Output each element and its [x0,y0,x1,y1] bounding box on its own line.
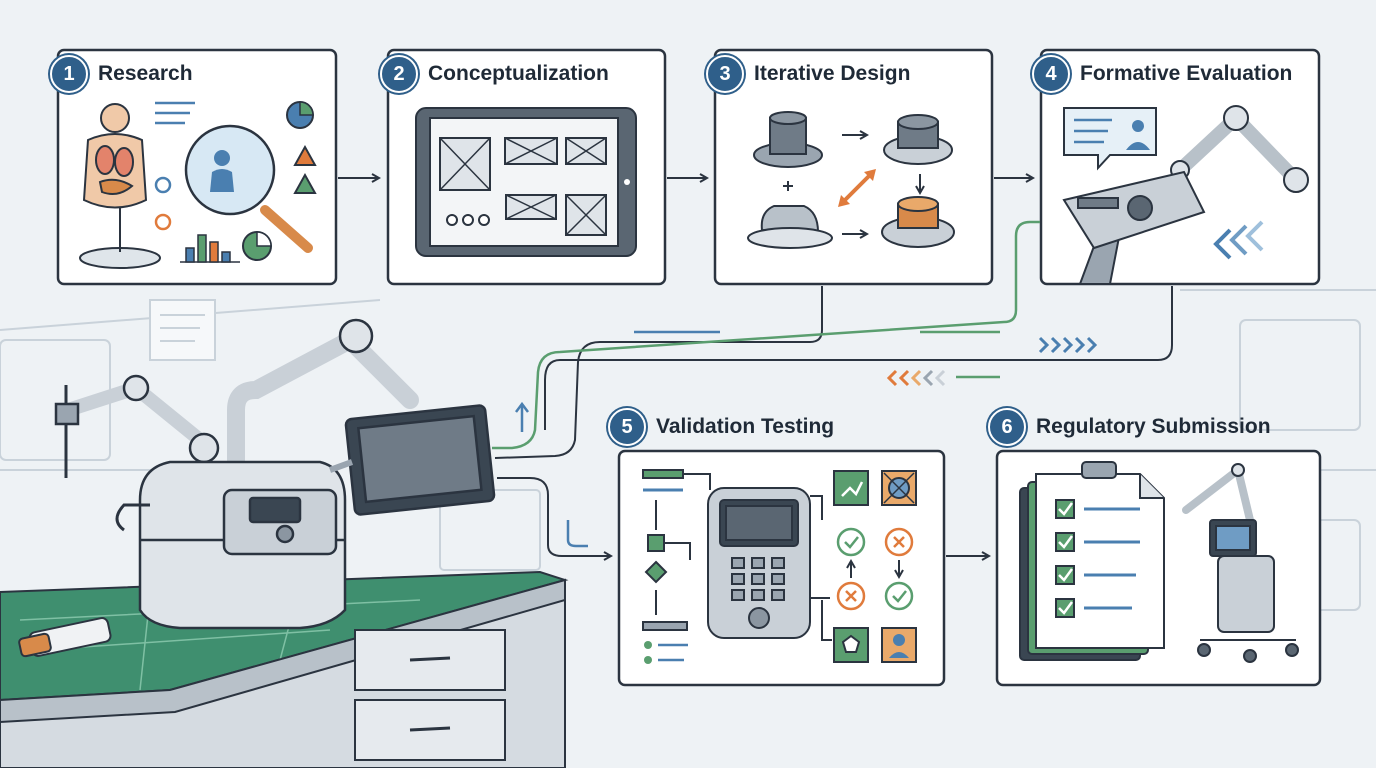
forward-chevrons [1038,336,1098,354]
panel-regulatory-submission [995,449,1322,687]
step-2-badge: 2 [380,55,418,93]
step-4-title: 4 Formative Evaluation [1032,55,1292,93]
control-console-icon [1062,170,1206,285]
magnifier-user-icon [184,124,313,253]
step-3-title: 3 Iterative Design [706,55,910,93]
controller-icon [707,487,811,639]
flow-arrows [338,178,1173,556]
panel-conceptualization [386,48,667,286]
step-5-label: Validation Testing [656,415,835,438]
backward-chevrons [886,369,946,387]
step-1-label: Research [98,62,193,85]
step-2-title: 2 Conceptualization [380,55,609,93]
step-4-label: Formative Evaluation [1080,62,1293,85]
arrow-to-validation [497,477,610,556]
triangle-icon [293,144,317,166]
step-6-badge: 6 [988,408,1026,446]
surgical-robot-icon [54,318,496,630]
loop-line-design [494,286,823,459]
step-3-badge: 3 [706,55,744,93]
panel-formative-evaluation [1039,48,1321,286]
step-2-label: Conceptualization [428,62,609,85]
robot-arm-icon [1170,105,1309,193]
bar-chart-icon [180,234,240,263]
test-list-icon [642,469,684,479]
step-1-badge: 1 [50,55,88,93]
loop-line-evaluation [544,286,1173,430]
step-5-title: 5 Validation Testing [608,408,834,446]
feedback-chevrons [1213,220,1264,260]
chat-bubble-icon [1063,107,1157,171]
panel-research [56,48,338,286]
test-results [833,470,917,663]
step-6-title: 6 Regulatory Submission [988,408,1271,446]
surgical-robot-cart-icon [1182,463,1299,663]
panel-iterative-design [713,48,994,286]
loop-accents [492,220,1098,548]
tablet-wireframe-icon [415,107,637,257]
anatomy-model-icon [79,103,161,269]
step-6-label: Regulatory Submission [1036,415,1271,438]
lab-workstation [0,570,569,768]
step-4-badge: 4 [1032,55,1070,93]
knob-prototype-icon [747,111,955,249]
step-5-badge: 5 [608,408,646,446]
checklist-icon [1019,461,1165,661]
panel-validation-testing [617,449,946,687]
step-1-title: 1 Research [50,55,193,93]
research-list-icon [155,101,195,125]
step-3-label: Iterative Design [754,62,911,85]
